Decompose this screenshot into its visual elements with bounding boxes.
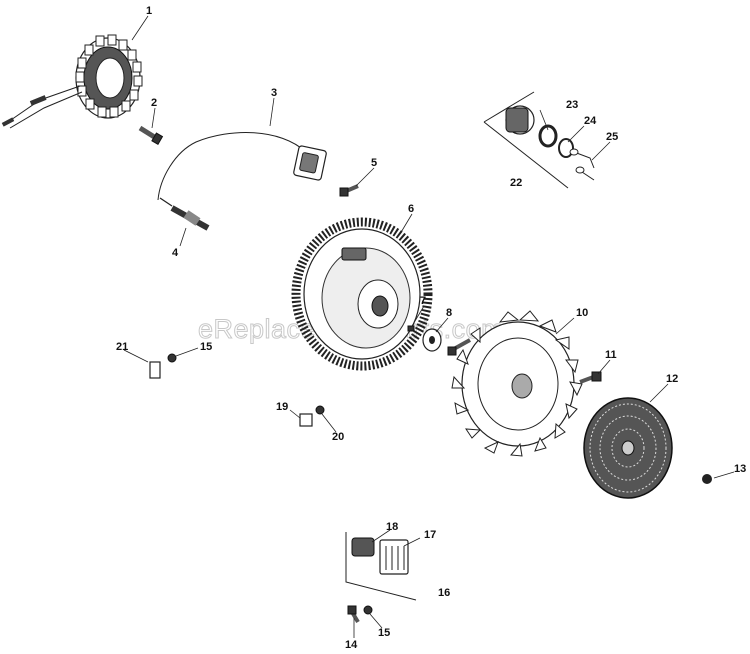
callout-15-lower: 15	[378, 627, 390, 639]
callout-18: 18	[386, 521, 398, 533]
callout-11: 11	[605, 349, 617, 361]
callout-16: 16	[438, 587, 450, 599]
callout-5: 5	[371, 157, 377, 169]
nut-part-15-upper	[167, 353, 177, 363]
leader-lines	[123, 15, 735, 638]
callout-2: 2	[151, 97, 157, 109]
clip-part-19	[299, 413, 313, 427]
ignition-module-part	[157, 132, 327, 207]
callout-14: 14	[345, 639, 358, 651]
callout-1: 1	[146, 5, 152, 17]
callout-23: 23	[566, 99, 578, 111]
fan-part	[451, 310, 583, 457]
key-part-7	[407, 325, 415, 332]
callout-20: 20	[332, 431, 344, 443]
callout-7: 7	[420, 295, 426, 307]
screw-part-14	[347, 605, 360, 624]
bolt-part-2	[138, 125, 164, 146]
callout-13: 13	[734, 463, 746, 475]
bolt-part-flywheel	[447, 338, 471, 356]
nut-part-15-lower	[363, 605, 373, 615]
callout-22: 22	[510, 177, 522, 189]
callout-19: 19	[276, 401, 288, 413]
callout-21: 21	[116, 341, 128, 353]
callout-24: 24	[584, 115, 597, 127]
callout-12: 12	[666, 373, 678, 385]
callout-numbers: 1 2 3 4 5 6 7 8 10 11 12 13 14 15 15 16 …	[116, 5, 746, 651]
stator-part	[1, 34, 143, 129]
clip-part-21	[149, 361, 161, 379]
callout-4: 4	[172, 247, 179, 259]
regulator-group	[345, 532, 417, 601]
callout-6: 6	[408, 203, 414, 215]
callout-8: 8	[446, 307, 452, 319]
callout-25: 25	[606, 131, 618, 143]
screen-part	[583, 397, 673, 499]
callout-15-upper: 15	[200, 341, 212, 353]
flywheel-part	[291, 217, 433, 371]
screw-part-5	[339, 184, 359, 197]
key-switch-group	[483, 91, 595, 189]
callout-3: 3	[271, 87, 277, 99]
washer-part-8	[422, 328, 442, 352]
spark-plug-part	[170, 205, 210, 231]
nut-part-20	[315, 405, 325, 415]
callout-10: 10	[576, 307, 588, 319]
callout-17: 17	[424, 529, 436, 541]
nut-part-13	[702, 474, 712, 484]
screw-part-11	[579, 371, 602, 384]
